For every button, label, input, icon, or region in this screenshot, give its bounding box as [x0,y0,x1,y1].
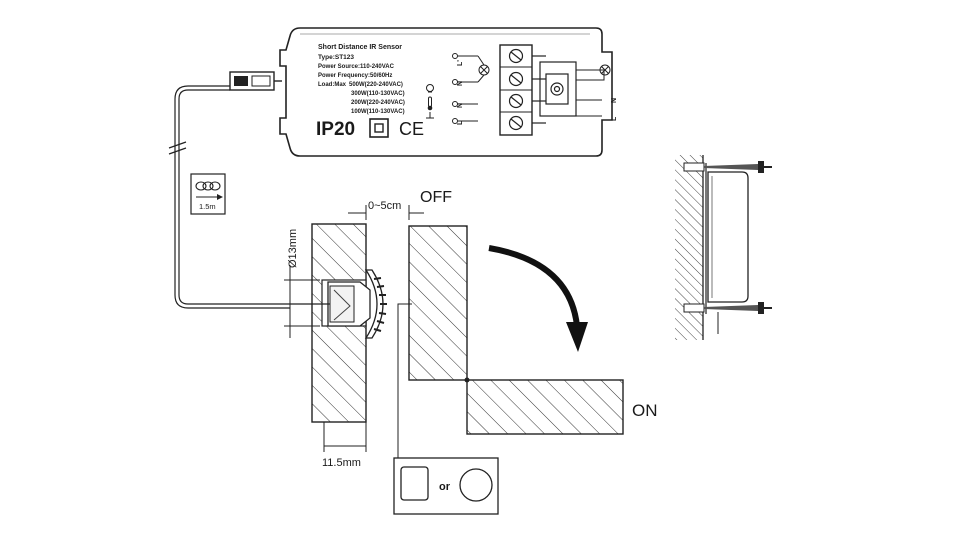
double-insulation-icon [369,118,389,138]
ce-mark: CE [399,119,424,139]
gap-distance-label: 0~5cm [368,200,401,212]
power-frequency: Power Frequency:50/60Hz [318,73,392,79]
product-type: Type:ST123 [318,54,354,61]
depth-label: 11.5mm [322,457,361,469]
plug-connector [229,71,282,91]
terminal-pins [452,53,478,124]
load-line-2: 300W(110-130VAC) [351,91,405,97]
terminal-in-n: N [457,103,464,108]
depth-dimension [323,422,367,452]
load-max-label: Load:Max [318,82,347,88]
switch-options-box: or [393,457,499,515]
bottom-screw-icon [683,302,772,314]
load-line-1: 500W(220-240VAC) [349,82,403,88]
product-title: Short Distance IR Sensor [318,44,402,51]
wire-label-l: L [611,116,618,121]
wire-label-n: N [611,98,618,103]
power-source: Power Source:110-240VAC [318,64,395,70]
switch-leader-line [397,303,412,486]
door-closed [408,225,468,381]
side-mount-view [675,155,772,340]
lamp-symbol-icon [477,55,490,83]
terminal-out-l: L' [457,60,464,66]
hole-diameter-label: Ø13mm [287,229,299,268]
driver-box: Short Distance IR Sensor Type:ST123 Powe… [279,27,613,157]
ground-icon [426,112,434,119]
state-on-label: ON [632,401,658,420]
gap-dimension [348,205,424,220]
square-switch-icon [400,466,429,501]
door-open [466,379,624,435]
state-off-label: OFF [420,189,452,206]
load-line-4: 100W(110-130VAC) [351,109,405,115]
door-hinge [464,377,470,383]
terminal-block [499,44,533,136]
sensor-cable-second [174,85,290,309]
round-switch-icon [459,468,493,502]
thermometer-icon [427,96,433,111]
top-screw-icon [683,161,772,173]
load-line-3: 200W(220-240VAC) [351,100,405,106]
terminal-in-l: L [457,120,464,125]
cable-coil-label: 1.5m [190,173,226,215]
diameter-dimension [284,265,320,338]
ip-rating: IP20 [316,119,355,140]
terminal-out-n: N [457,81,464,86]
door-swing-arrow [488,245,588,352]
sensor-cable [178,89,290,305]
coil-icon [195,181,221,191]
cable-break-mark [168,141,187,155]
ir-sensor-head [327,269,387,339]
bulb-icon [426,84,434,93]
or-label: or [439,481,451,493]
cable-clamp [532,55,577,124]
cable-length: 1.5m [199,202,216,211]
output-wires [576,64,611,117]
